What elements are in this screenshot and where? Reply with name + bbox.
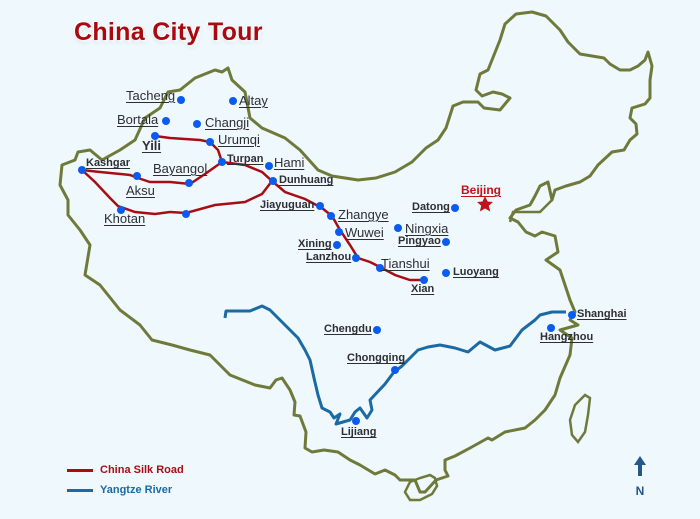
legend-item-silk-road: China Silk Road (67, 460, 184, 480)
city-label-aksu[interactable]: Aksu (126, 183, 155, 198)
china-border (58, 10, 654, 494)
map-title: China City Tour (74, 18, 263, 46)
city-label-tianshui[interactable]: Tianshui (381, 256, 430, 271)
legend-label: China Silk Road (100, 464, 184, 476)
city-label-kashgar[interactable]: Kashgar (86, 157, 131, 169)
city-label-lanzhou[interactable]: Lanzhou (306, 251, 352, 263)
city-label-wuwei[interactable]: Wuwei (345, 225, 384, 240)
city-label-hami[interactable]: Hami (274, 155, 305, 170)
city-label-turpan[interactable]: Turpan (227, 153, 264, 165)
city-label-ningxia[interactable]: Ningxia (405, 221, 449, 236)
city-label-pingyao[interactable]: Pingyao (398, 235, 441, 247)
city-label-hangzhou[interactable]: Hangzhou (540, 331, 594, 343)
compass: N (630, 455, 650, 498)
city-label-bortala[interactable]: Bortala (117, 112, 159, 127)
city-label-xining[interactable]: Xining (298, 238, 332, 250)
hainan-island (403, 473, 439, 502)
city-label-altay[interactable]: Altay (239, 93, 268, 108)
city-label-xian[interactable]: Xian (411, 283, 435, 295)
star-icon (477, 196, 493, 212)
city-label-dunhuang[interactable]: Dunhuang (279, 174, 334, 186)
city-label-chongqing[interactable]: Chongqing (347, 352, 406, 364)
city-label-shanghai[interactable]: Shanghai (577, 308, 627, 320)
city-label-yili[interactable]: Yili (142, 138, 162, 153)
city-label-changji[interactable]: Changji (205, 115, 250, 130)
city-label-urumqi[interactable]: Urumqi (218, 132, 260, 147)
legend-item-yangtze: Yangtze River (67, 480, 184, 500)
taiwan-island (568, 393, 592, 445)
yangtze-river-line (223, 304, 566, 426)
silk-road-swatch (67, 468, 93, 472)
city-label-chengdu[interactable]: Chengdu (324, 323, 372, 335)
city-label-lijiang[interactable]: Lijiang (341, 426, 377, 438)
city-label-bayangol[interactable]: Bayangol (153, 161, 208, 176)
coast-shandong (508, 199, 553, 223)
city-label-zhangye[interactable]: Zhangye (338, 207, 389, 222)
north-arrow-icon (634, 456, 646, 476)
city-label-datong[interactable]: Datong (412, 201, 450, 213)
capital-label-beijing[interactable]: Beijing (461, 183, 502, 197)
yangtze-swatch (67, 488, 93, 492)
north-label: N (635, 484, 645, 498)
silk-road-routes (80, 134, 427, 282)
city-label-luoyang[interactable]: Luoyang (453, 266, 499, 278)
city-label-jiayuguan[interactable]: Jiayuguan (260, 199, 315, 211)
legend-label: Yangtze River (100, 484, 173, 496)
city-label-tacheng[interactable]: Tacheng (126, 88, 176, 103)
city-label-khotan[interactable]: Khotan (104, 211, 146, 226)
map-legend: China Silk Road Yangtze River (67, 460, 184, 500)
city-markers (78, 96, 576, 425)
